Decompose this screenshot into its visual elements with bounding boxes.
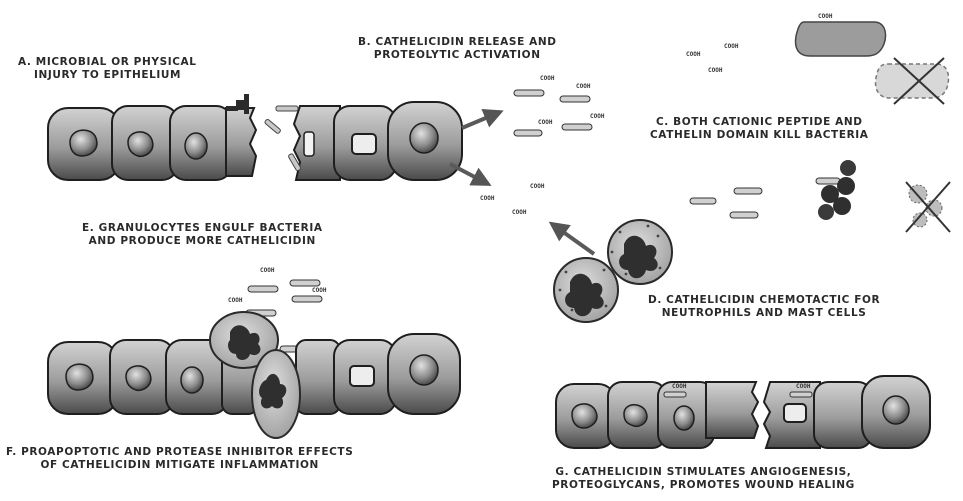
peptide-tag: COOH bbox=[576, 83, 591, 90]
bacteria-icon bbox=[796, 22, 886, 56]
label-d-line2: Neutrophils and Mast Cells bbox=[648, 307, 880, 320]
injury-microbe-icon bbox=[226, 94, 249, 114]
peptide-tag: COOH bbox=[672, 383, 687, 390]
label-g-line2: Proteoglycans, Promotes Wound Healing bbox=[552, 479, 855, 492]
label-e-line1: E. Granulocytes Engulf Bacteria bbox=[82, 222, 323, 235]
peptide-tag: COOH bbox=[530, 183, 545, 190]
epithelium-with-granulocytes bbox=[48, 312, 460, 438]
peptide-tag: COOH bbox=[312, 287, 327, 294]
epithelium-injured bbox=[48, 102, 462, 180]
label-g-line1: G. Cathelicidin Stimulates Angiogenesis, bbox=[552, 466, 855, 479]
peptide-tag: COOH bbox=[818, 13, 833, 20]
peptide-tag: COOH bbox=[538, 119, 553, 126]
peptide-tag: COOH bbox=[228, 297, 243, 304]
peptide-tag: COOH bbox=[540, 75, 555, 82]
peptide-cluster-b: COOH COOH COOH COOH COOH COOH COOH bbox=[480, 75, 605, 216]
label-b: B. Cathelicidin Release and Proteolytic … bbox=[358, 36, 557, 62]
peptide-tag: COOH bbox=[724, 43, 739, 50]
peptide-tag: COOH bbox=[686, 51, 701, 58]
label-f-line1: F. Proapoptotic and Protease Inhibitor E… bbox=[6, 446, 353, 459]
label-d: D. Cathelicidin Chemotactic For Neutroph… bbox=[648, 294, 880, 320]
bacteria-cluster-dead bbox=[690, 160, 950, 232]
peptide-tag: COOH bbox=[708, 67, 723, 74]
label-g: G. Cathelicidin Stimulates Angiogenesis,… bbox=[552, 466, 855, 492]
label-f-line2: of Cathelicidin Mitigate Inflammation bbox=[6, 459, 353, 472]
peptide-tag: COOH bbox=[590, 113, 605, 120]
label-c-line1: C. Both Cationic Peptide and bbox=[650, 116, 869, 129]
peptide-tag: COOH bbox=[796, 383, 811, 390]
label-a: A. Microbial or Physical Injury to Epith… bbox=[18, 56, 197, 82]
label-a-line2: Injury to Epithelium bbox=[18, 69, 197, 82]
label-d-line1: D. Cathelicidin Chemotactic For bbox=[648, 294, 880, 307]
label-f: F. Proapoptotic and Protease Inhibitor E… bbox=[6, 446, 353, 472]
label-e: E. Granulocytes Engulf Bacteria And Prod… bbox=[82, 222, 323, 248]
label-c: C. Both Cationic Peptide and Cathelin Do… bbox=[650, 116, 869, 142]
label-b-line2: Proteolytic Activation bbox=[358, 49, 557, 62]
label-e-line2: And Produce More Cathelicidin bbox=[82, 235, 323, 248]
bacteria-kill-region: COOH COOH COOH COOH bbox=[686, 13, 949, 104]
peptide-tag: COOH bbox=[480, 195, 495, 202]
epithelium-healed: COOH COOH bbox=[556, 376, 930, 448]
label-b-line1: B. Cathelicidin Release and bbox=[358, 36, 557, 49]
peptide-tag: COOH bbox=[260, 267, 275, 274]
released-peptides bbox=[264, 106, 301, 171]
label-c-line2: Cathelin Domain Kill Bacteria bbox=[650, 129, 869, 142]
peptide-tag: COOH bbox=[512, 209, 527, 216]
label-a-line1: A. Microbial or Physical bbox=[18, 56, 197, 69]
